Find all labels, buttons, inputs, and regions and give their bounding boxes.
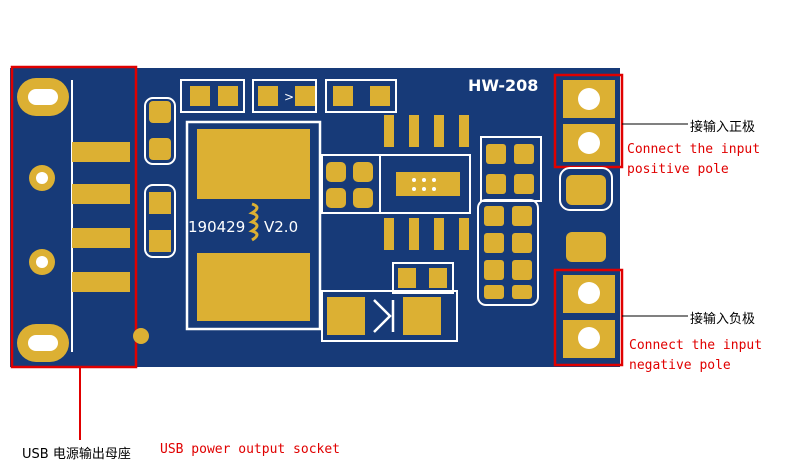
ic-footprint <box>321 115 471 250</box>
callout-input-positive-en-2: positive pole <box>627 162 729 177</box>
date-code-text: 190429 <box>188 218 245 236</box>
smd-top-row: > <box>180 79 397 113</box>
usb-socket-footprint <box>17 78 130 362</box>
smd-right-middle-pads <box>559 167 613 262</box>
usb-socket-highlight-box <box>10 65 138 369</box>
callout-input-negative-cn: 接输入负极 <box>690 312 756 327</box>
callout-input-negative-en-1: Connect the input <box>629 338 763 353</box>
usb-pin-vbus <box>72 142 130 162</box>
callout-input-positive-en-1: Connect the input <box>627 142 761 157</box>
input-positive-terminals <box>563 80 615 162</box>
smd-left-capacitors <box>144 97 176 258</box>
model-text: HW-208 <box>468 76 538 95</box>
usb-pin-gnd <box>72 272 130 292</box>
diode-footprint <box>321 290 458 342</box>
via-pad <box>133 328 149 344</box>
input-negative-terminals <box>563 275 615 358</box>
smd-resistor-array <box>477 136 542 306</box>
callout-usb-output-cn: USB 电源输出母座 <box>22 447 131 462</box>
svg-text:>: > <box>284 90 294 104</box>
smd-bottom-capacitor <box>392 262 454 294</box>
callout-usb-output-en: USB power output socket <box>160 442 341 457</box>
usb-pin-dplus <box>72 228 130 248</box>
callout-input-positive-cn: 接输入正极 <box>690 120 756 135</box>
inductor-footprint <box>185 120 322 331</box>
version-text: V2.0 <box>264 218 298 236</box>
callout-input-negative-en-2: negative pole <box>629 358 731 373</box>
input-negative-highlight-box <box>553 268 624 367</box>
usb-pin-dminus <box>72 184 130 204</box>
